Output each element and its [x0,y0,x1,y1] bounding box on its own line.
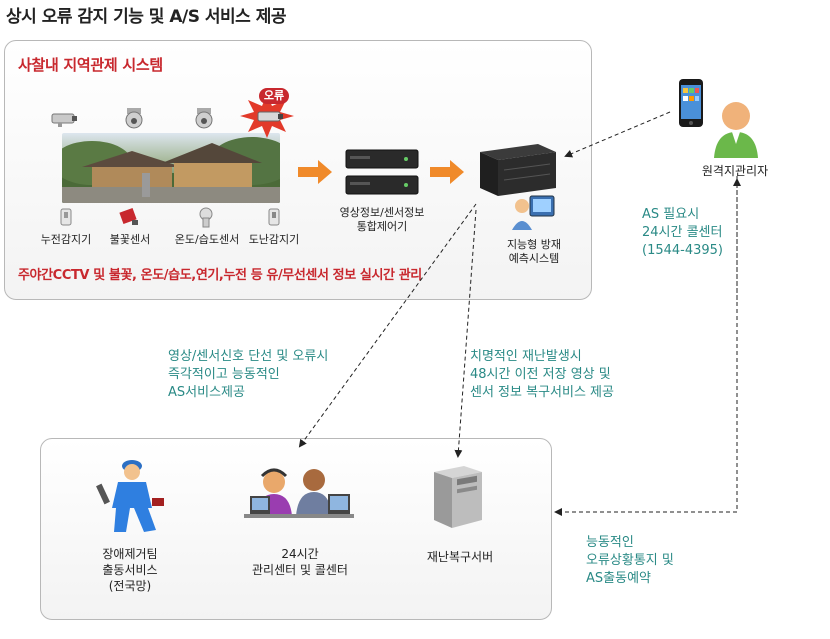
theft-sensor-icon [268,208,280,226]
server-label: 재난복구서버 [426,550,494,564]
sensor-label-theft: 도난감지기 [248,233,300,246]
team-label-1: 장애제거팀 [102,547,158,561]
disaster-recovery-line1: 치명적인 재난발생시 [470,349,582,364]
sensor-label-temperature-humidity: 온도/습도센서 [174,233,240,246]
integrated-controller-icon [344,148,420,198]
operator-pc-icon [510,194,556,232]
sensor-label-leakage: 누전감지기 [40,233,92,246]
call-center-operators-icon [244,466,354,524]
flow-arrow-icon [430,160,464,184]
signal-fault-line2: 즉각적이고 능동적인 [168,367,280,382]
repair-technician-icon [96,458,166,536]
local-control-title: 사찰내 지역관제 시스템 [18,56,163,74]
realtime-management-note: 주야간CCTV 및 불꽃, 온도/습도,연기,누전 등 유/무선센서 정보 실시… [18,268,422,283]
system-label-2: 예측시스템 [508,252,560,265]
rack-server-icon [476,140,560,198]
center-label-1: 24시간 [281,547,319,561]
page-title: 상시 오류 감지 기능 및 A/S 서비스 제공 [6,7,287,27]
team-label-2: 출동서비스 [102,563,158,577]
controller-label-2: 통합제어기 [356,220,408,233]
dome-camera-icon [194,108,214,130]
cctv-camera-icon [50,110,78,128]
signal-fault-line1: 영상/센서신호 단선 및 오류시 [168,349,329,364]
error-badge: 오류 [259,88,289,104]
as-callcenter-line1: AS 필요시 [642,207,700,222]
signal-fault-line3: AS서비스제공 [168,385,245,400]
sensor-label-flame: 불꽃센서 [109,233,151,246]
controller-label-1: 영상정보/센서정보 [339,206,425,219]
error-burst-icon [238,92,296,140]
flame-sensor-icon [118,206,140,226]
notification-line2: 오류상황통지 및 [586,553,674,568]
temple-scene-image [62,133,280,203]
notification-line3: AS출동예약 [586,571,651,586]
smartphone-icon [678,78,704,128]
flow-arrow-icon [298,160,332,184]
system-label-1: 지능형 방재 [506,238,562,251]
disaster-recovery-line2: 48시간 이전 저장 영상 및 [470,367,611,382]
disaster-recovery-line3: 센서 정보 복구서비스 제공 [470,385,614,400]
recovery-server-icon [430,462,486,530]
remote-manager-person-icon [712,98,760,158]
notification-line1: 능동적인 [586,535,634,550]
as-callcenter-line3: (1544-4395) [642,243,724,258]
temperature-humidity-sensor-icon [198,206,214,228]
remote-manager-label: 원격지관리자 [701,164,769,178]
dome-camera-icon [124,108,144,130]
center-label-2: 관리센터 및 콜센터 [252,563,348,577]
leakage-sensor-icon [60,208,72,226]
team-label-3: (전국망) [108,579,152,593]
as-callcenter-line2: 24시간 콜센터 [642,225,723,240]
